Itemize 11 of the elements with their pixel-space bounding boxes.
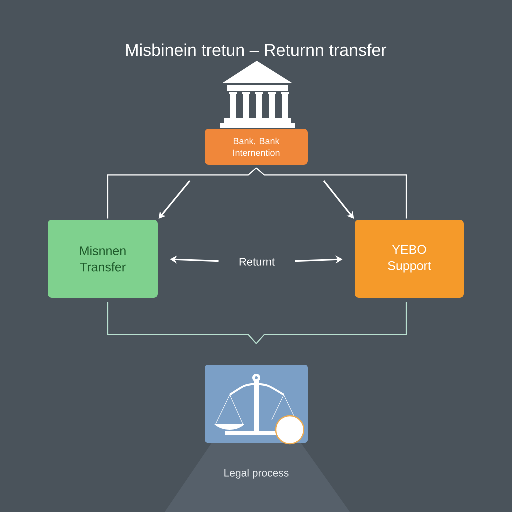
scale-card: Legal process: [205, 365, 308, 479]
process-box: Misnnen Transfer: [48, 220, 158, 298]
bracket-connector: [256, 168, 408, 219]
process-box: YEBO Support: [355, 220, 464, 298]
title: Misbinein tretun – Returnn transfer: [126, 44, 387, 56]
bracket-connector: [107, 302, 257, 344]
edge-label: Returnt: [240, 258, 275, 266]
node-label: Legal process: [224, 469, 289, 479]
process-box: Bank, Bank Internention: [205, 129, 308, 165]
bracket-connector: [256, 302, 408, 344]
bracket-connector: [107, 168, 257, 219]
